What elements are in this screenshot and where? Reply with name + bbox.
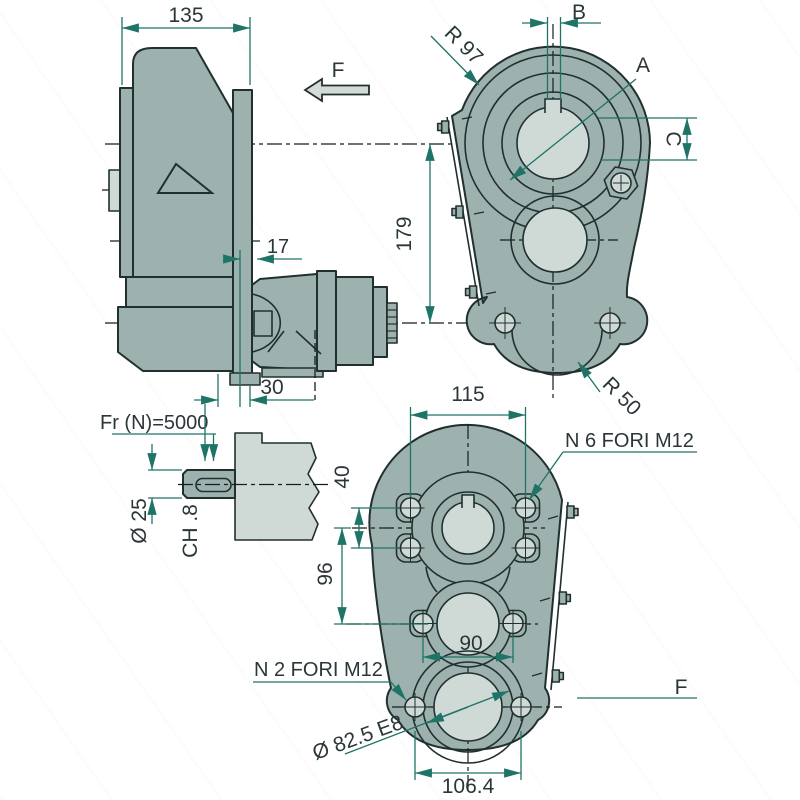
bell-cone-edge	[267, 330, 285, 353]
chamfer-label: CH .8	[179, 504, 202, 558]
bottom-radius-label: R 50	[598, 373, 646, 421]
housing-mid-band	[125, 276, 234, 308]
bolt-span-dimension: 115	[451, 383, 484, 406]
oil-level-triangle-mark	[156, 162, 215, 194]
output-shaft-stub	[253, 310, 273, 337]
shaft-diameter-leader	[509, 78, 637, 181]
bolt-row-gap-dimension: 40	[331, 465, 354, 488]
front-cover-edge	[119, 87, 134, 278]
top-radius-label: R 97	[440, 22, 488, 70]
view-direction-label: F	[332, 59, 345, 82]
rail-tick-marks	[531, 515, 559, 677]
bottom-radius-leader	[577, 361, 601, 393]
intermediate-bore	[522, 207, 588, 273]
bell-cone-edge	[295, 330, 322, 355]
flange-foot	[229, 372, 261, 386]
spline-ridges	[387, 309, 397, 339]
six-holes-note: N 6 FORI M12	[565, 430, 694, 452]
input-bore	[516, 106, 590, 180]
keyway-width-label: B	[572, 1, 586, 24]
center-distance-dimension: 96	[314, 562, 337, 585]
pilot-depth-dimension: 30	[260, 376, 283, 399]
front-flange-bolt-holes	[489, 307, 626, 339]
width-dimension: 135	[168, 4, 203, 27]
offset-label: C	[661, 131, 684, 146]
hex-oil-plug	[603, 166, 639, 200]
side-view: F 135 17 30	[102, 4, 645, 407]
rail-tick-marks	[461, 116, 497, 295]
center-height-label: 179	[393, 216, 416, 251]
shaft-diameter-label: A	[636, 54, 650, 77]
bottom-keyway	[461, 494, 475, 508]
bearing-housing-section	[234, 432, 320, 541]
rail-studs-left	[436, 120, 478, 299]
rail-studs-right	[551, 505, 579, 683]
boss-waist-edge	[425, 566, 438, 593]
output-end-cap	[372, 286, 388, 358]
input-keyway	[544, 98, 562, 113]
view-direction-arrow	[303, 77, 370, 103]
mid-bolt-span-dimension: 90	[459, 632, 482, 655]
two-holes-note: N 2 FORI M12	[254, 659, 383, 681]
top-radius-leader	[430, 35, 480, 86]
flange-bolt-span-dimension: 106.4	[442, 775, 495, 798]
radial-load-label: Fr (N)=5000	[100, 412, 208, 434]
front-view: B A C R 97 R 50 179	[393, 1, 697, 420]
flange-offset-dimension: 17	[267, 236, 289, 258]
spline-tip	[386, 302, 398, 344]
bell-mouth-arc	[251, 293, 282, 353]
bottom-view: 115 N 6 FORI M12 40 96 90 N 2 FORI M12 Ø…	[253, 383, 697, 798]
mounting-flange-plate	[232, 89, 253, 380]
main-housing	[132, 47, 234, 278]
pilot-bore-dimension: Ø 82.5 E8	[309, 711, 406, 765]
boss-waist-edge	[498, 566, 511, 593]
shaft-detail-view: Fr (N)=5000 Ø 25 CH .8	[100, 404, 332, 558]
output-body	[335, 276, 374, 366]
section-label: F	[675, 676, 688, 699]
shaft-diameter-dimension: Ø 25	[128, 498, 151, 544]
housing-sump	[117, 306, 234, 372]
bell-lip	[261, 367, 324, 378]
output-ring-band	[316, 270, 337, 372]
flange-inner-arc	[511, 329, 603, 376]
